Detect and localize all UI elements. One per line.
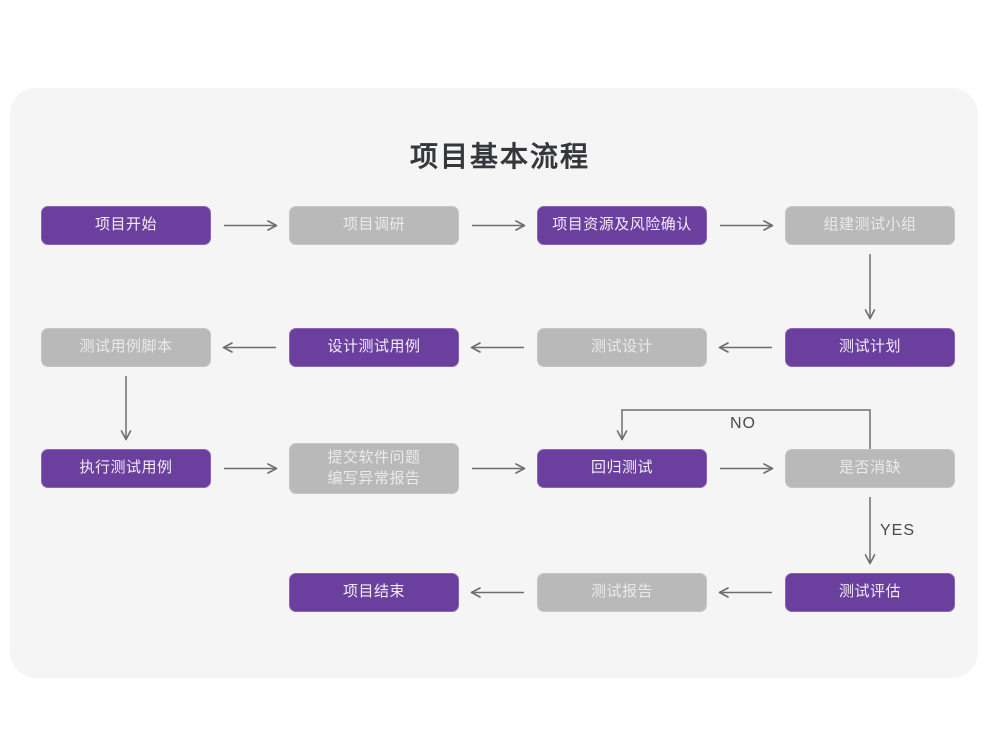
flow-node-n2[interactable]: 项目调研 bbox=[289, 206, 459, 245]
flow-node-n14[interactable]: 测试报告 bbox=[537, 573, 707, 612]
flow-node-n11[interactable]: 回归测试 bbox=[537, 449, 707, 488]
page-title: 项目基本流程 bbox=[409, 141, 590, 172]
edge-label-yes: YES bbox=[880, 522, 916, 539]
flow-node-n10[interactable]: 提交软件问题 编写异常报告 bbox=[289, 443, 459, 494]
flow-node-n5[interactable]: 测试用例脚本 bbox=[41, 328, 211, 367]
edge-label-no: NO bbox=[730, 415, 756, 432]
flow-node-n1[interactable]: 项目开始 bbox=[41, 206, 211, 245]
flow-node-n7[interactable]: 测试设计 bbox=[537, 328, 707, 367]
flow-node-n8[interactable]: 测试计划 bbox=[785, 328, 955, 367]
flow-node-n3[interactable]: 项目资源及风险确认 bbox=[537, 206, 707, 245]
flow-node-n12[interactable]: 是否消缺 bbox=[785, 449, 955, 488]
flow-node-n13[interactable]: 项目结束 bbox=[289, 573, 459, 612]
flow-node-n4[interactable]: 组建测试小组 bbox=[785, 206, 955, 245]
flow-node-n9[interactable]: 执行测试用例 bbox=[41, 449, 211, 488]
flow-node-n6[interactable]: 设计测试用例 bbox=[289, 328, 459, 367]
flow-node-n15[interactable]: 测试评估 bbox=[785, 573, 955, 612]
